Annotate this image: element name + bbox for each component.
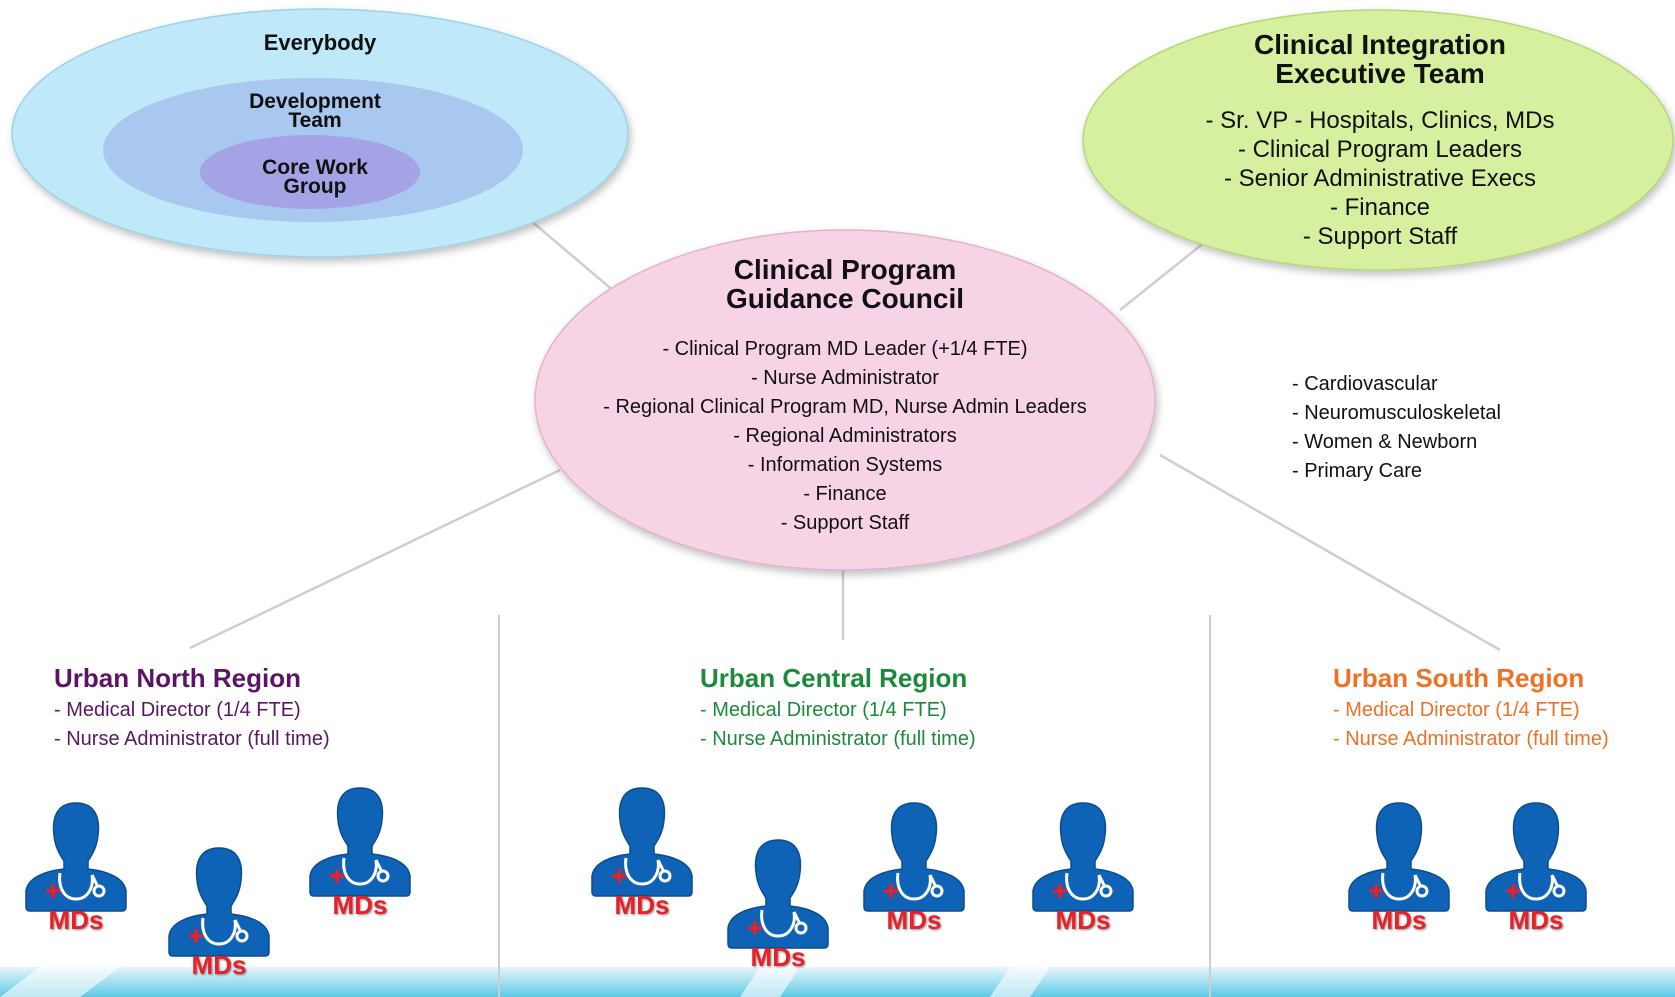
- executive-item: - Sr. VP - Hospitals, Clinics, MDs: [1205, 107, 1555, 134]
- connector-lines: [189, 219, 1501, 652]
- md-label: MDs: [750, 942, 806, 972]
- md-figure: [304, 780, 416, 903]
- floor-band: [0, 967, 1675, 997]
- guidance-council-ellipse: [534, 229, 1156, 571]
- council-title-line-1: Clinical Program: [733, 254, 957, 285]
- program-item: - Women & Newborn: [1292, 431, 1478, 453]
- md-figure: [20, 795, 132, 918]
- council-item: - Regional Clinical Program MD, Nurse Ad…: [603, 396, 1087, 418]
- region-detail: - Medical Director (1/4 FTE): [700, 699, 947, 721]
- clinical-programs-list: - Cardiovascular - Neuromusculoskeletal …: [1292, 370, 1501, 486]
- md-label: MDs: [1371, 905, 1427, 935]
- development-team-label: Development Team: [249, 90, 381, 132]
- core-work-group-ellipse: [200, 135, 420, 209]
- program-item: - Neuromusculoskeletal: [1292, 402, 1501, 424]
- md-figure: [1480, 795, 1592, 918]
- md-figure: [586, 780, 698, 903]
- md-figure: [1343, 795, 1455, 918]
- region-detail: - Nurse Administrator (full time): [54, 728, 330, 750]
- region-title-urban-north: Urban North Region: [54, 663, 301, 693]
- executive-team-list: - Sr. VP - Hospitals, Clinics, MDs - Cli…: [1140, 106, 1620, 251]
- program-item: - Cardiovascular: [1292, 373, 1438, 395]
- region-detail: - Medical Director (1/4 FTE): [1333, 699, 1580, 721]
- program-item: - Primary Care: [1292, 460, 1423, 482]
- region-dividers: [498, 615, 1211, 997]
- core-work-group-label: Core Work Group: [262, 156, 368, 198]
- executive-team-ellipse: [1082, 9, 1674, 271]
- executive-item: - Senior Administrative Execs: [1223, 165, 1537, 192]
- region-detail: - Medical Director (1/4 FTE): [54, 699, 301, 721]
- md-label: MDs: [1508, 905, 1564, 935]
- region-details-urban-north: - Medical Director (1/4 FTE) - Nurse Adm…: [54, 696, 330, 754]
- doctor-icon: [168, 847, 270, 957]
- md-label: MDs: [48, 905, 104, 935]
- region-details-urban-south: - Medical Director (1/4 FTE) - Nurse Adm…: [1333, 696, 1609, 754]
- md-figure: [858, 795, 970, 918]
- md-label: MDs: [191, 950, 247, 980]
- md-figure: [163, 840, 275, 963]
- region-detail: - Nurse Administrator (full time): [700, 728, 976, 750]
- executive-item: - Clinical Program Leaders: [1237, 136, 1523, 163]
- md-label: MDs: [1055, 905, 1111, 935]
- md-label: MDs: [886, 905, 942, 935]
- council-item: - Regional Administrators: [733, 425, 957, 447]
- council-item: - Support Staff: [780, 512, 910, 534]
- executive-item: - Support Staff: [1302, 223, 1458, 250]
- executive-team-title: Clinical Integration Executive Team: [1170, 30, 1590, 88]
- doctor-icon: [1485, 802, 1587, 912]
- guidance-council-list: - Clinical Program MD Leader (+1/4 FTE) …: [560, 335, 1130, 538]
- doctor-icon: [1032, 802, 1134, 912]
- md-label: MDs: [614, 890, 670, 920]
- doctor-icon: [727, 839, 829, 949]
- doctor-icon: [591, 787, 693, 897]
- executive-title-line-2: Executive Team: [1275, 58, 1485, 89]
- council-item: - Finance: [803, 483, 887, 505]
- council-item: - Clinical Program MD Leader (+1/4 FTE): [662, 338, 1028, 360]
- executive-item: - Finance: [1329, 194, 1431, 221]
- executive-title-line-1: Clinical Integration: [1253, 29, 1507, 60]
- council-item: - Information Systems: [747, 454, 943, 476]
- md-figure: [1027, 795, 1139, 918]
- region-detail: - Nurse Administrator (full time): [1333, 728, 1609, 750]
- region-title-urban-south: Urban South Region: [1333, 663, 1585, 693]
- council-item: - Nurse Administrator: [751, 367, 939, 389]
- doctor-icon: [309, 787, 411, 897]
- everybody-label: Everybody: [263, 30, 377, 55]
- region-details-urban-central: - Medical Director (1/4 FTE) - Nurse Adm…: [700, 696, 976, 754]
- doctor-icon: [863, 802, 965, 912]
- md-label: MDs: [332, 890, 388, 920]
- region-title-urban-central: Urban Central Region: [700, 663, 968, 693]
- council-title-line-2: Guidance Council: [725, 283, 965, 314]
- doctor-icon: [1348, 802, 1450, 912]
- md-figure: [722, 832, 834, 955]
- doctor-icon: [25, 802, 127, 912]
- guidance-council-title: Clinical Program Guidance Council: [630, 255, 1060, 313]
